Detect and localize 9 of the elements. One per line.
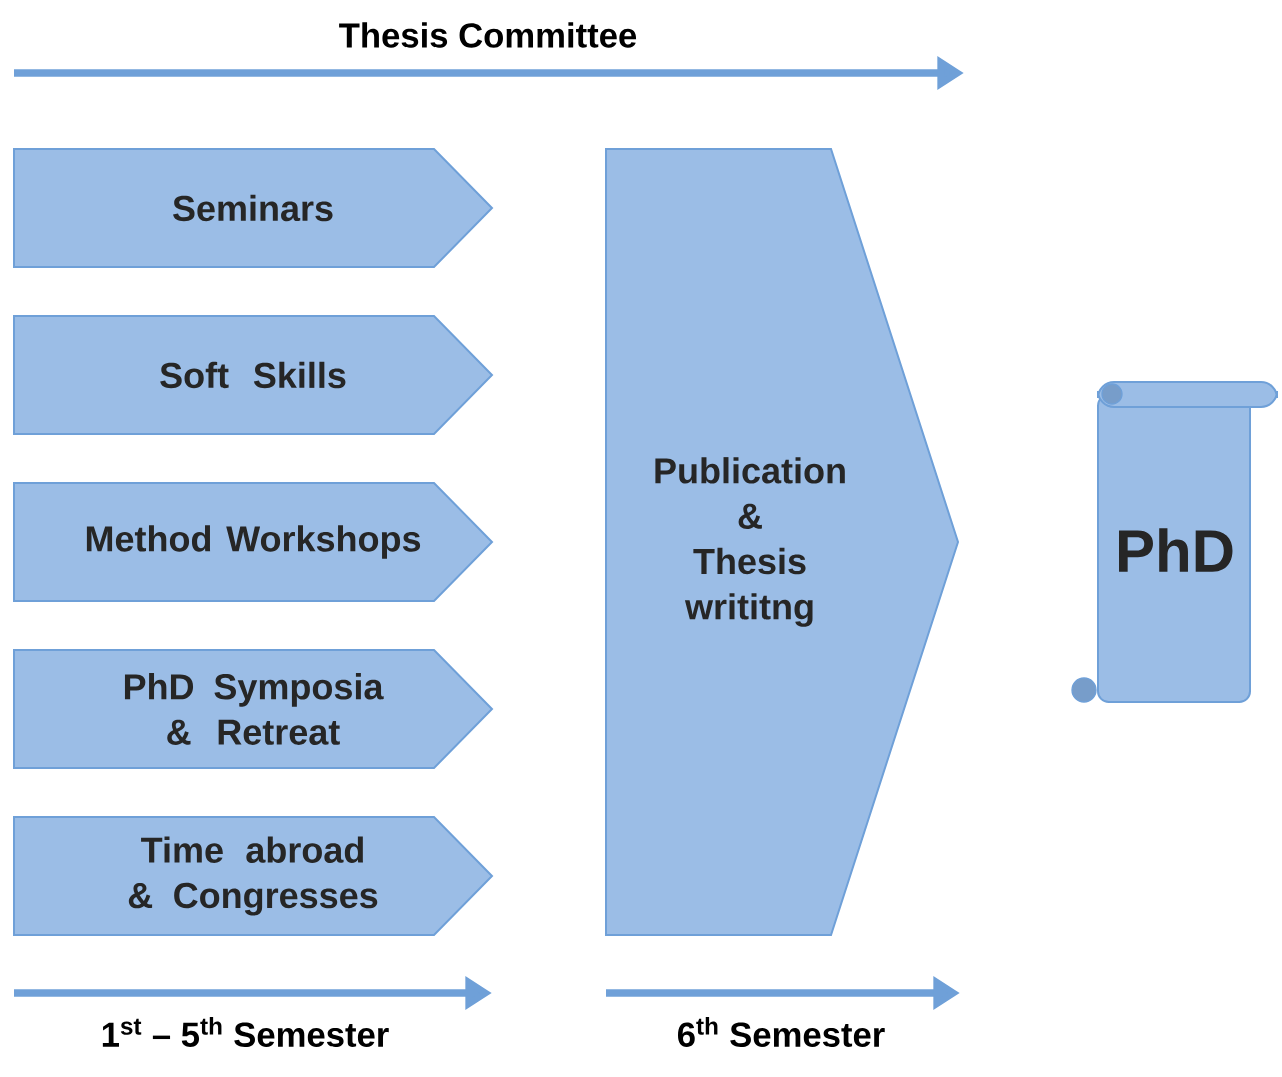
chevron-box: Soft Skills bbox=[13, 315, 494, 435]
timeline-label: 1$^{st}$ – 5$^{th}$ Semester bbox=[102, 1017, 389, 1047]
chevron-box: Seminars bbox=[13, 148, 494, 268]
timeline-label: Thesis Committee bbox=[339, 22, 637, 48]
chevron-box: PhD Symposia & Retreat bbox=[13, 649, 494, 769]
scroll: PhD bbox=[1071, 381, 1278, 703]
chevron-box: Time abroad & Congresses bbox=[13, 816, 494, 936]
chevron-box: Method Workshops bbox=[13, 482, 494, 602]
timeline-label: 6$^{th}$ Semester bbox=[678, 1017, 885, 1047]
